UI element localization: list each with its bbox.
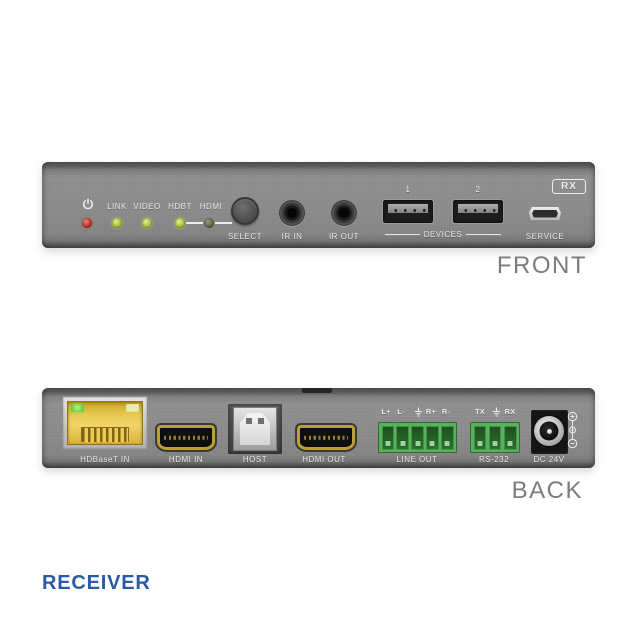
video-led-label: VIDEO — [133, 202, 161, 211]
hdmi-led — [204, 218, 214, 228]
terminal-pin — [396, 425, 409, 450]
terminal-pin — [441, 425, 454, 450]
terminal-pin — [381, 425, 394, 450]
top-vent-slot — [302, 388, 332, 393]
back-caption: BACK — [511, 477, 583, 504]
hdbt-led — [175, 218, 185, 228]
ir-in-jack — [279, 200, 305, 226]
line-out-pin-lplus: L+ — [381, 407, 391, 416]
ground-icon — [492, 407, 500, 417]
rj45-contacts — [81, 427, 129, 442]
link-led-label: LINK — [107, 202, 127, 211]
usb-port-1-number: 1 — [405, 185, 411, 194]
dc-jack-hole — [539, 421, 559, 441]
dc-label: DC 24V — [533, 455, 565, 464]
rs232-pin-tx: TX — [475, 407, 485, 416]
service-micro-usb-port — [529, 207, 561, 220]
rs232-label: RS-232 — [478, 455, 510, 464]
rj45-activity-led — [126, 404, 139, 412]
terminal-pin — [503, 425, 517, 450]
power-led — [82, 218, 92, 228]
devices-line-right — [466, 233, 501, 235]
hdmi-in-port — [157, 425, 215, 450]
line-out-pin-rplus: R+ — [425, 407, 437, 416]
line-out-label: LINE OUT — [396, 455, 438, 464]
rj45-link-led — [71, 404, 84, 412]
indicator-connector-line — [186, 222, 203, 224]
usb-port-2 — [453, 200, 503, 223]
devices-label: DEVICES — [423, 230, 463, 239]
dc-jack-ring — [534, 416, 564, 446]
hdmi-pins — [164, 435, 208, 440]
select-button — [231, 197, 259, 225]
hdmi-led-label: HDMI — [199, 202, 223, 211]
rj45-jack — [67, 401, 143, 445]
receiver-title: RECEIVER — [42, 572, 151, 594]
link-led — [112, 218, 122, 228]
usb-tongue — [388, 203, 428, 213]
usb-b-bezel — [233, 407, 277, 451]
polarity-center-positive-icon — [567, 411, 578, 449]
host-usb-b-port — [228, 404, 282, 454]
dc-power-jack — [531, 410, 568, 454]
usb-b-inner — [240, 413, 270, 445]
hdmi-pins — [304, 435, 348, 440]
ir-in-label: IR IN — [281, 232, 303, 241]
usb-tongue — [458, 203, 498, 213]
power-icon — [83, 198, 93, 210]
ir-out-label: IR OUT — [328, 232, 360, 241]
select-label: SELECT — [227, 232, 263, 241]
hdmi-out-label: HDMI OUT — [302, 455, 346, 464]
front-caption: FRONT — [496, 252, 587, 279]
terminal-pin — [411, 425, 424, 450]
terminal-pin — [426, 425, 439, 450]
hdbt-led-label: HDBT — [168, 202, 192, 211]
service-label: SERVICE — [525, 232, 565, 241]
dc-jack-pin — [546, 428, 552, 434]
hdmi-out-port — [297, 425, 355, 450]
line-out-pin-lminus: L- — [397, 407, 405, 416]
back-panel: HDBaseT IN HDMI IN HOST HDMI OUT L+ L- R… — [42, 388, 595, 468]
video-led — [142, 218, 152, 228]
line-out-pin-rminus: R- — [441, 407, 451, 416]
terminal-pin — [473, 425, 487, 450]
rx-badge: RX — [552, 179, 586, 194]
rs232-terminal-block — [470, 422, 520, 453]
micro-usb-slot — [532, 210, 558, 218]
host-label: HOST — [242, 455, 268, 464]
terminal-pin — [488, 425, 502, 450]
ir-out-jack — [331, 200, 357, 226]
usb-port-1 — [383, 200, 433, 223]
usb-port-2-number: 2 — [475, 185, 481, 194]
hdmi-in-label: HDMI IN — [168, 455, 204, 464]
devices-line-left — [385, 233, 420, 235]
hdbaset-label: HDBaseT IN — [80, 455, 130, 464]
indicator-connector-line — [215, 222, 232, 224]
front-panel: LINK VIDEO HDBT HDMI SELECT IR IN IR OUT… — [42, 162, 595, 248]
rs232-pin-rx: RX — [504, 407, 516, 416]
hdbaset-rj45-port — [62, 396, 148, 450]
line-out-terminal-block — [378, 422, 457, 453]
ground-icon — [414, 407, 422, 417]
